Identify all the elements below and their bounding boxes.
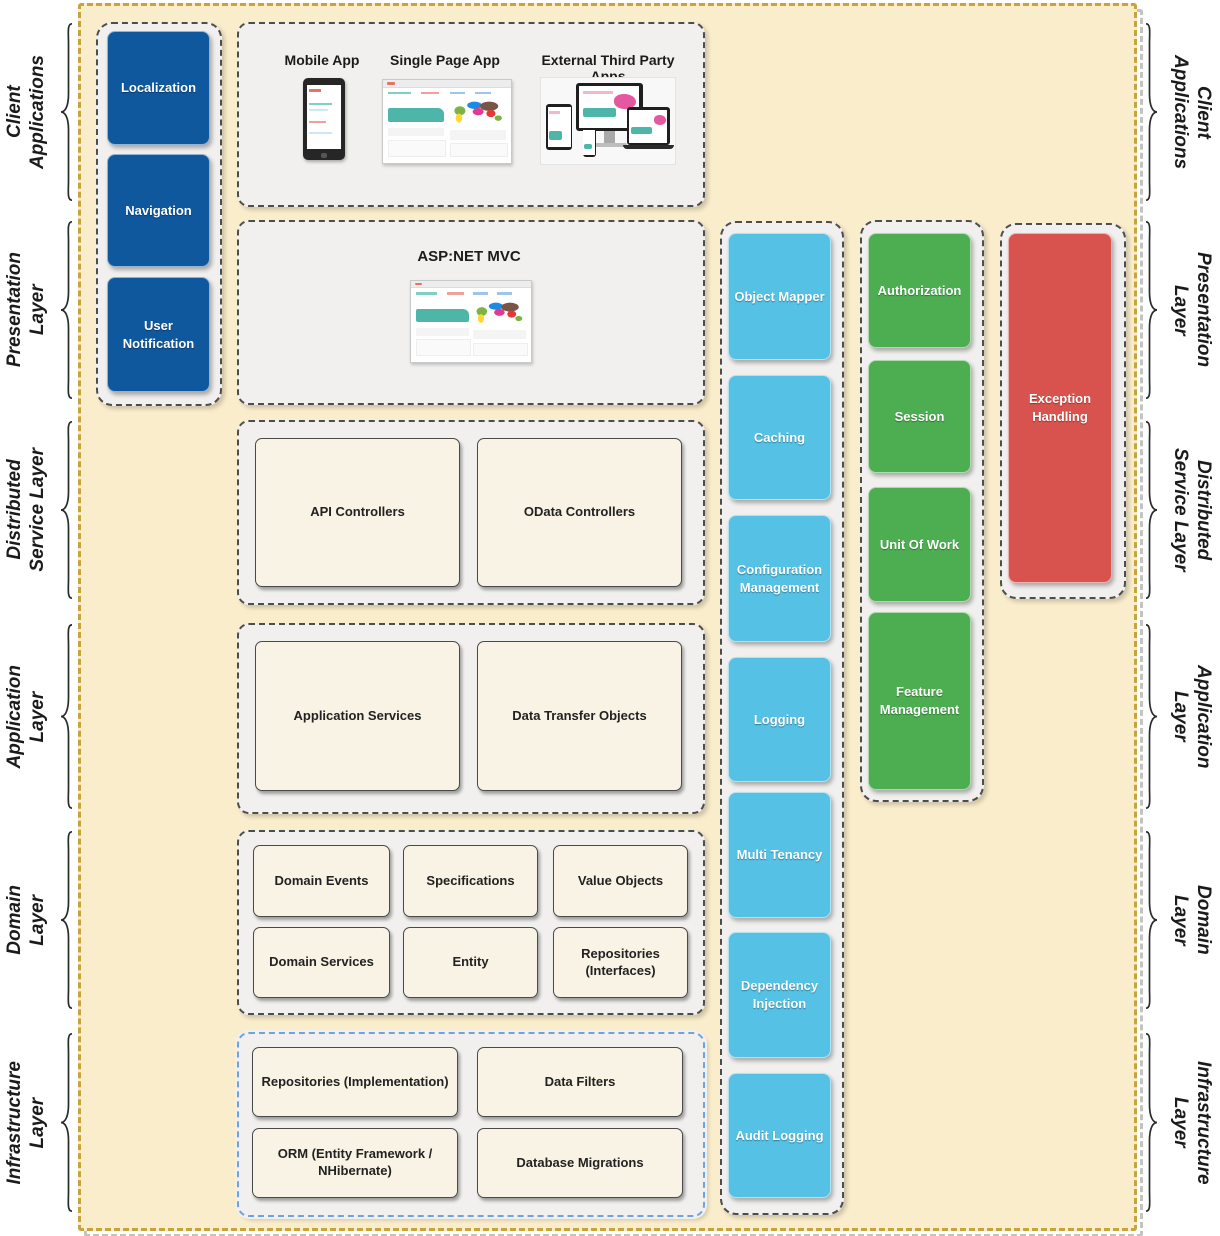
box-logging: Logging (728, 657, 831, 782)
box-authorization: Authorization (868, 233, 971, 348)
box-repositories-interfaces: Repositories (Interfaces) (553, 927, 688, 998)
layer-label-right-infrastructure: Infrastructure Layer (1164, 1032, 1218, 1213)
box-multi-tenancy: Multi Tenancy (728, 792, 831, 918)
box-application-services: Application Services (255, 641, 460, 791)
box-caching: Caching (728, 375, 831, 500)
box-navigation: Navigation (107, 154, 210, 267)
world-map-graphic (476, 302, 523, 323)
layer-label-left-infrastructure: Infrastructure Layer (0, 1032, 54, 1213)
layer-label-right-distributed-service: Distributed Service Layer (1164, 420, 1218, 600)
laptop-frame (626, 107, 670, 146)
box-data-filters: Data Filters (477, 1047, 683, 1117)
box-database-migrations: Database Migrations (477, 1128, 683, 1198)
phone-screen (306, 85, 342, 150)
box-configuration-management: Configuration Management (728, 515, 831, 642)
layer-label-right-domain: Domain Layer (1164, 830, 1218, 1010)
box-domain-services: Domain Services (253, 927, 390, 998)
monitor-stand (603, 131, 615, 144)
layer-label-right-presentation: Presentation Layer (1164, 220, 1218, 400)
single-page-app-image (382, 79, 512, 164)
right-brace-client-applications (1142, 22, 1162, 202)
phone-home-button (320, 153, 328, 158)
layer-label-left-domain: Domain Layer (0, 830, 54, 1010)
layer-label-text: Domain Layer (4, 885, 48, 955)
right-brace-domain (1142, 830, 1162, 1010)
right-brace-presentation (1142, 220, 1162, 400)
box-dependency-injection: Dependency Injection (728, 932, 831, 1058)
left-brace-client-applications (56, 22, 76, 202)
aspnet-mvc-title: ASP:NET MVC (417, 248, 521, 265)
world-map-graphic (453, 101, 502, 123)
layer-label-right-client-applications: Client Applications (1164, 22, 1218, 202)
box-object-mapper: Object Mapper (728, 233, 831, 360)
layer-label-text: Infrastructure Layer (4, 1060, 48, 1185)
layer-label-left-presentation: Presentation Layer (0, 220, 54, 400)
left-brace-presentation (56, 220, 76, 400)
layer-label-text: Domain Layer (1170, 885, 1214, 955)
box-orm: ORM (Entity Framework / NHibernate) (252, 1128, 458, 1198)
box-unit-of-work: Unit Of Work (868, 487, 971, 602)
single-page-app-label: Single Page App (390, 52, 500, 68)
layer-label-text: Client Applications (4, 54, 48, 169)
monitor-base (591, 143, 627, 147)
box-value-objects: Value Objects (553, 845, 688, 917)
mobile-app-image (303, 78, 345, 160)
laptop-base (622, 145, 674, 150)
box-user-notification: User Notification (107, 277, 210, 392)
layer-label-text: Application Layer (1170, 664, 1214, 769)
box-odata-controllers: OData Controllers (477, 438, 682, 587)
box-api-controllers: API Controllers (255, 438, 460, 587)
layer-label-text: Infrastructure Layer (1170, 1060, 1214, 1185)
right-brace-infrastructure (1142, 1032, 1162, 1213)
box-localization: Localization (107, 31, 210, 145)
layer-label-text: Distributed Service Layer (4, 448, 48, 572)
aspnet-mvc-image (410, 280, 532, 363)
layer-label-text: Presentation Layer (1170, 252, 1214, 368)
layer-label-right-application: Application Layer (1164, 623, 1218, 810)
box-audit-logging: Audit Logging (728, 1073, 831, 1198)
box-entity: Entity (403, 927, 538, 998)
layer-label-text: Application Layer (4, 664, 48, 769)
external-third-party-apps-image (540, 77, 676, 165)
left-brace-domain (56, 830, 76, 1010)
layer-label-text: Distributed Service Layer (1170, 448, 1214, 572)
left-brace-application (56, 623, 76, 810)
tablet-frame (546, 103, 572, 151)
box-session: Session (868, 360, 971, 473)
layer-label-text: Client Applications (1170, 54, 1214, 169)
box-specifications: Specifications (403, 845, 538, 917)
right-brace-application (1142, 623, 1162, 810)
mobile-app-label: Mobile App (284, 52, 360, 68)
right-brace-distributed-service (1142, 420, 1162, 600)
layer-label-text: Presentation Layer (4, 252, 48, 368)
box-domain-events: Domain Events (253, 845, 390, 917)
box-exception-handling: Exception Handling (1008, 233, 1112, 583)
left-brace-infrastructure (56, 1032, 76, 1213)
layer-label-left-distributed-service: Distributed Service Layer (0, 420, 54, 600)
box-repositories-implementation: Repositories (Implementation) (252, 1047, 458, 1117)
layer-label-left-client-applications: Client Applications (0, 22, 54, 202)
small-phone-frame (582, 127, 596, 158)
box-data-transfer-objects: Data Transfer Objects (477, 641, 682, 791)
left-brace-distributed-service (56, 420, 76, 600)
layer-label-left-application: Application Layer (0, 623, 54, 810)
box-feature-management: Feature Management (868, 612, 971, 790)
